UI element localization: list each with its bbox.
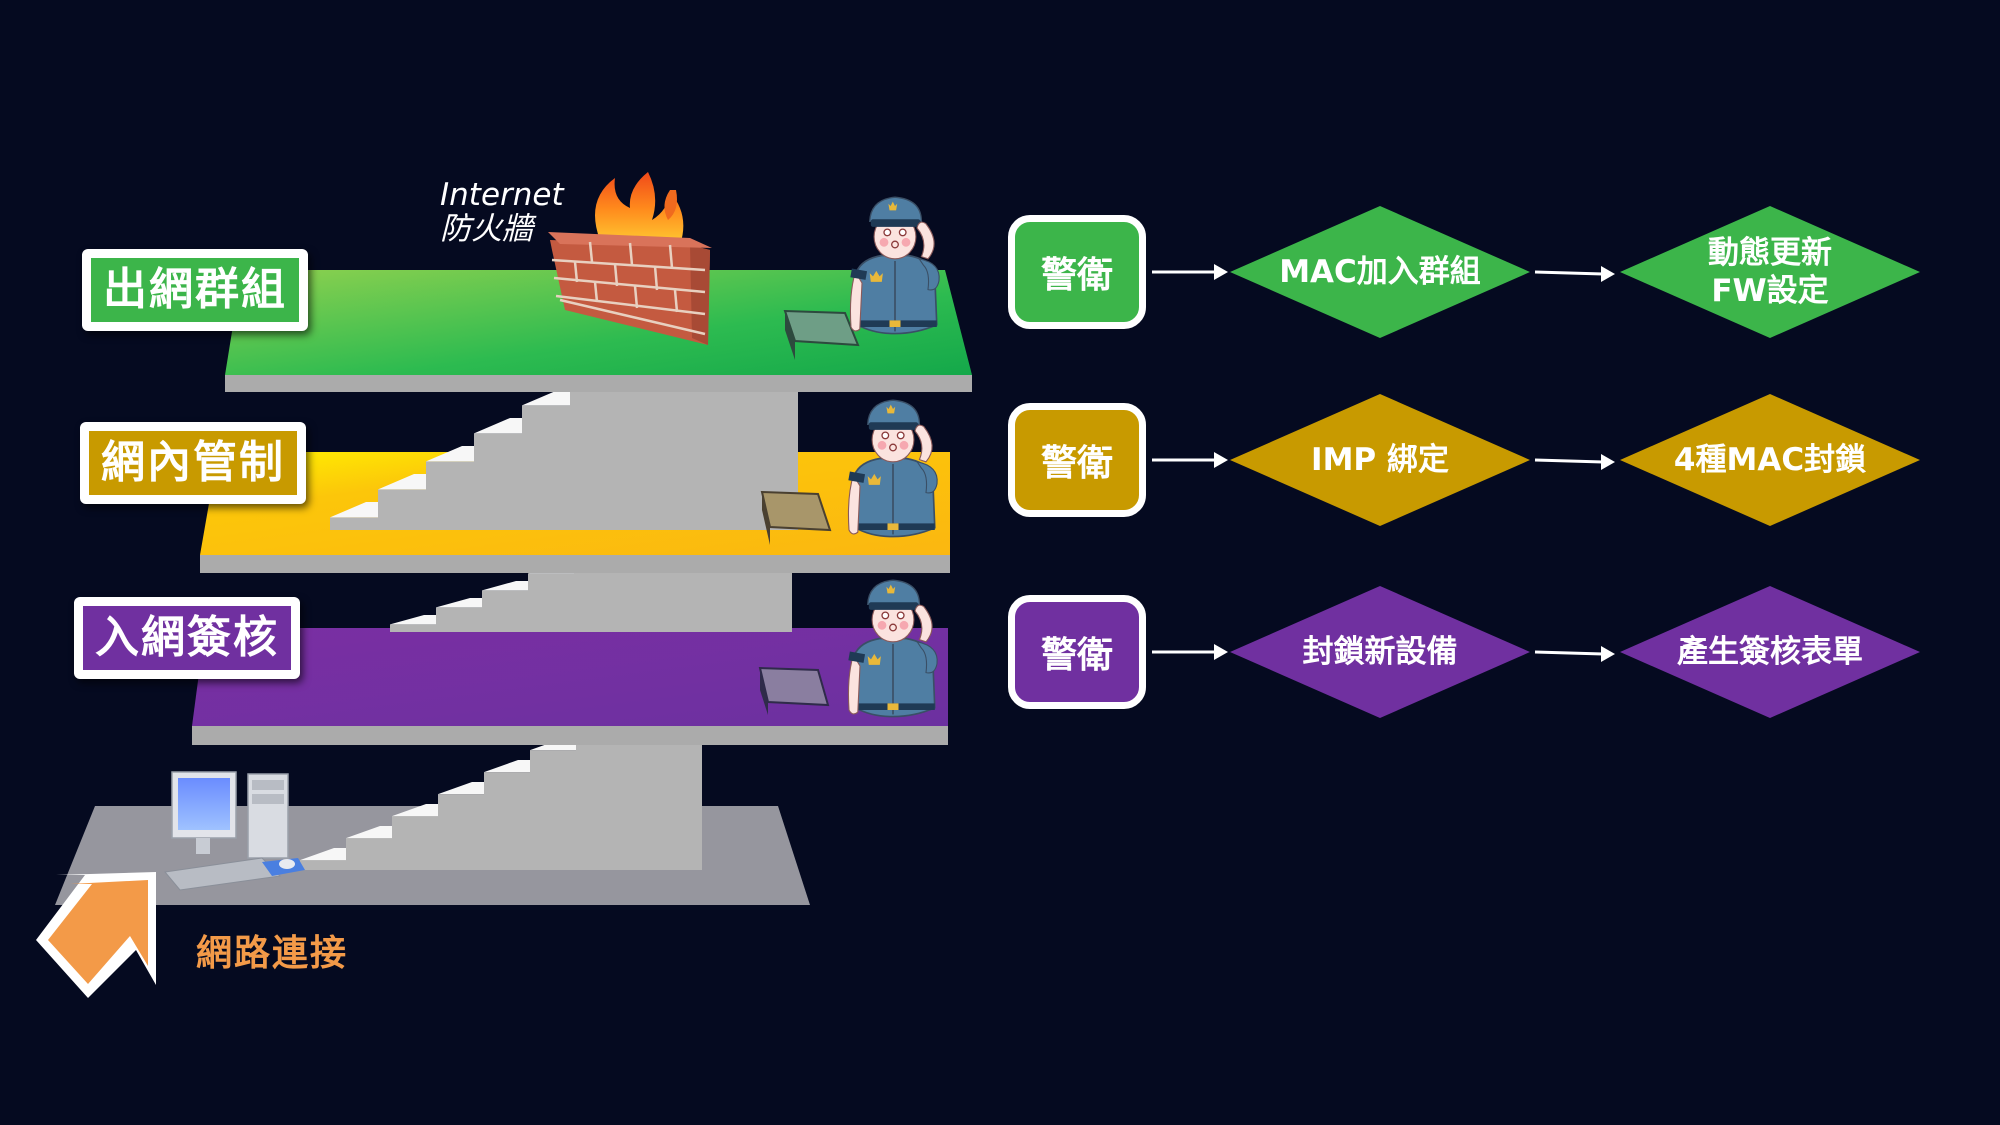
flow-step-diamond	[1620, 206, 1920, 338]
flow-step-label: 4種MAC封鎖	[1673, 442, 1867, 478]
layer-label-outbound: 出網群組	[82, 249, 308, 331]
arrow-up-right-icon	[36, 872, 156, 998]
firewall-caption-line2: 防火牆	[440, 211, 533, 247]
layer-label-internal: 網內管制	[80, 422, 306, 504]
flow-arrow-line	[1534, 270, 1604, 276]
terminal-box-icon	[758, 666, 830, 715]
arrow-head-icon	[1601, 646, 1615, 662]
arrow-head-icon	[1214, 452, 1228, 468]
terminal-box-icon	[783, 309, 860, 360]
flow-step-label: 產生簽核表單	[1677, 634, 1863, 670]
computer-icon	[164, 771, 305, 891]
flow-step-diamond	[1230, 206, 1530, 338]
arrow-head-icon	[1601, 454, 1615, 470]
guard-box-internal: 警衛	[1008, 403, 1146, 517]
outbound-platform	[225, 270, 972, 392]
terminal-box-icon	[760, 490, 832, 545]
guard-box-outbound: 警衛	[1008, 215, 1146, 329]
network-connect-caption: 網路連接	[196, 933, 349, 974]
arrow-head-icon	[1214, 264, 1228, 280]
flow-step-label: 動態更新 FW設定	[1708, 235, 1832, 309]
firewall-caption-line1: Internet	[440, 177, 564, 213]
arrow-head-icon	[1214, 644, 1228, 660]
arrow-head-icon	[1601, 266, 1615, 282]
layer-label-admission: 入網簽核	[74, 597, 300, 679]
flow-step-diamond	[1620, 394, 1920, 526]
flow-step-diamond	[1620, 586, 1920, 718]
firewall-icon	[548, 172, 712, 345]
admission-platform	[192, 628, 948, 745]
flow-step-diamond	[1230, 394, 1530, 526]
stair-riser	[622, 706, 702, 870]
flow-arrow-line	[1534, 458, 1604, 464]
firewall-caption: Internet 防火牆	[440, 178, 564, 246]
flow-step-label: MAC加入群組	[1279, 254, 1481, 290]
layer-label-text: 網內管制	[89, 431, 297, 495]
flow-step-label: 封鎖新設備	[1302, 634, 1458, 670]
flow-step-diamond	[1230, 586, 1530, 718]
layer-label-text: 入網簽核	[83, 606, 291, 670]
flow-step-label: IMP 綁定	[1311, 442, 1449, 478]
guard-box-admission: 警衛	[1008, 595, 1146, 709]
layer-label-text: 出網群組	[91, 258, 299, 322]
flow-arrow-line	[1534, 650, 1604, 656]
